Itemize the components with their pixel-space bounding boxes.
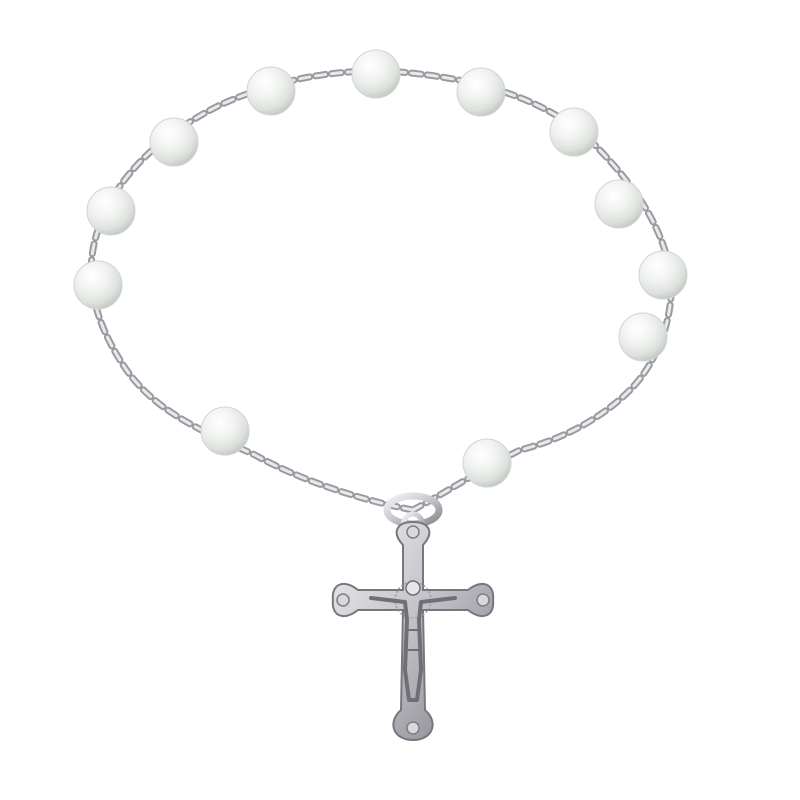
bead xyxy=(200,406,250,456)
beads xyxy=(73,49,688,488)
bead xyxy=(638,250,688,300)
bead xyxy=(549,107,599,157)
bead xyxy=(462,438,512,488)
crucifix-icon xyxy=(331,520,495,742)
bead xyxy=(73,260,123,310)
bead xyxy=(86,186,136,236)
corpus-figure xyxy=(369,580,457,702)
bead xyxy=(149,117,199,167)
bead xyxy=(246,66,296,116)
bead xyxy=(618,312,668,362)
bead xyxy=(351,49,401,99)
bead xyxy=(456,67,506,117)
bead xyxy=(594,179,644,229)
